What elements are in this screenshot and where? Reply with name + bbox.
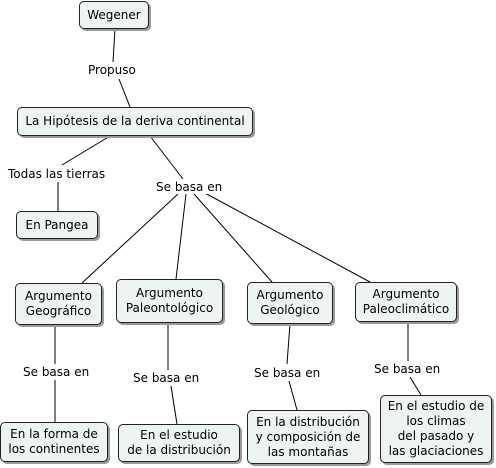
edge-sebasa2-estudio: [170, 385, 178, 425]
concept-forma-continentes: En la forma de los continentes: [0, 422, 108, 462]
concept-estudio-climas: En el estudio de los climas del pasado y…: [380, 395, 492, 463]
edge-sebasa-geologico: [193, 193, 273, 283]
edge-hipotesis-sebasa: [149, 135, 184, 180]
concept-argumento-geografico: Argumento Geográfico: [15, 283, 102, 325]
edge-sebasa3-montanas: [288, 380, 298, 411]
edge-hipotesis-todas: [61, 135, 111, 166]
concept-argumento-geologico: Argumento Geológico: [247, 282, 333, 324]
concept-distribucion-montanas: En la distribución y composición de las …: [247, 410, 369, 464]
link-se-basa-en-geologico: Se basa en: [252, 366, 323, 380]
link-se-basa-en-geografico: Se basa en: [21, 365, 92, 379]
edge-sebasa4-climas: [409, 376, 422, 396]
concept-estudio-distribucion: En el estudio de la distribución: [118, 424, 240, 462]
edge-sebasa-paleontologico: [175, 193, 187, 280]
concept-argumento-paleontologico: Argumento Paleontológico: [116, 279, 223, 323]
link-propuso: Propuso: [86, 63, 138, 77]
link-se-basa-en-paleontologico: Se basa en: [131, 371, 202, 385]
link-se-basa-en-main: Se basa en: [154, 180, 225, 194]
concept-argumento-paleoclimatico: Argumento Paleoclimático: [355, 282, 457, 322]
link-se-basa-en-paleoclimatico: Se basa en: [372, 362, 443, 376]
edge-sebasa-geografico: [81, 193, 179, 284]
edge-wegener-propuso: [112, 28, 116, 63]
link-todas-las-tierras: Todas las tierras: [6, 167, 108, 181]
concept-wegener: Wegener: [79, 1, 149, 29]
edge-sebasa-paleoclimatico: [202, 191, 371, 283]
concept-hipotesis: La Hipótesis de la deriva continental: [17, 107, 253, 136]
concept-pangea: En Pangea: [16, 211, 98, 239]
edge-propuso-hipotesis: [118, 78, 131, 108]
edge-geologico-sebasa3: [286, 323, 291, 365]
